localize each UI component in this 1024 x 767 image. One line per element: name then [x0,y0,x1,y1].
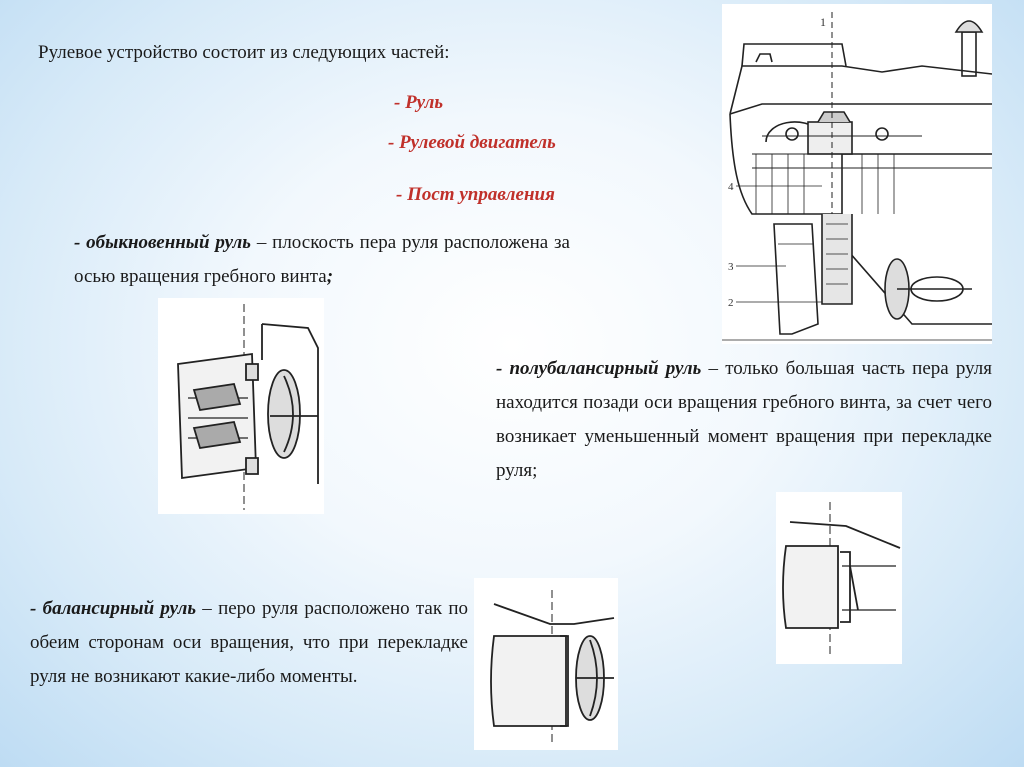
intro-text: Рулевое устройство состоит из следующих … [38,42,450,63]
ordinary-rudder-sketch [158,298,324,514]
ordinary-rudder-end: ; [326,266,334,287]
part-control-post: - Пост управления [396,184,555,205]
ordinary-rudder-desc: – плоскость пера руля расположена за ось… [74,232,570,287]
ship-label-3: 3 [728,261,734,273]
balanced-rudder-sketch [474,578,618,750]
part-steering-engine: - Рулевой двигатель [388,132,556,153]
balanced-rudder-term: - балансирный руль [30,598,197,619]
semi-balanced-rudder-term: - полубалансирный руль [496,358,702,379]
ordinary-rudder-term: - обыкновенный руль [74,232,251,253]
semi-balanced-rudder-desc: – только большая часть пера руля находит… [496,358,992,481]
balanced-rudder-paragraph: - балансирный руль – перо руля расположе… [30,592,468,694]
ship-label-1: 1 [820,15,826,29]
balanced-rudder-desc: – перо руля расположено так по обеим сто… [30,598,469,687]
part-rudder: - Руль [394,92,444,113]
semi-balanced-rudder-sketch [776,492,902,664]
ship-stern-diagram: 1 4 3 2 [722,4,992,344]
ship-label-4: 4 [728,181,734,193]
semi-balanced-rudder-paragraph: - полубалансирный руль – только большая … [496,352,992,488]
ship-label-2: 2 [728,297,734,309]
ordinary-rudder-paragraph: - обыкновенный руль – плоскость пера рул… [74,226,570,294]
